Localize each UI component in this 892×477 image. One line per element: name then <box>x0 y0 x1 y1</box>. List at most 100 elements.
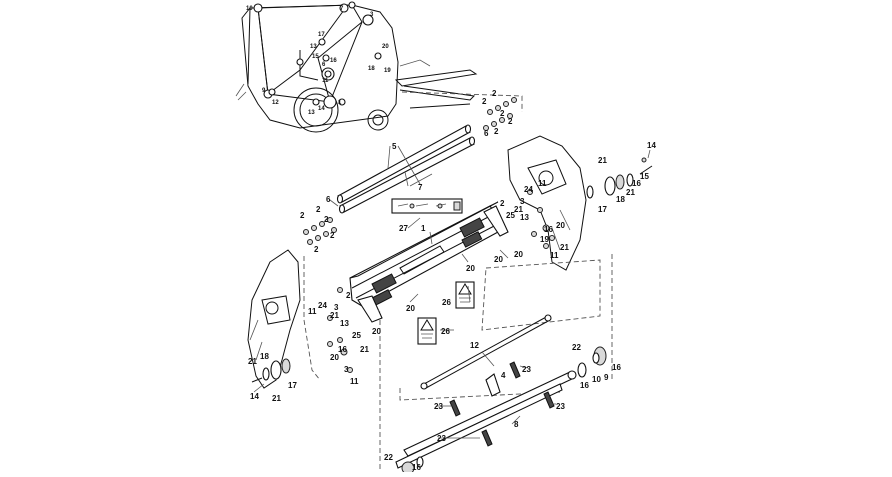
callout-4: 4 <box>501 371 506 380</box>
dashed-frame-center <box>481 259 601 331</box>
callout-18c: 18 <box>260 352 269 361</box>
callout-16a: 16 <box>330 58 337 64</box>
dashed-frame-left <box>303 256 321 381</box>
callout-2j: 2 <box>314 245 319 254</box>
callout-labels: 10 7 3 17 13 15 16 6 20 18 19 9 12 14 1 … <box>246 6 656 472</box>
callout-11c: 11 <box>550 251 559 260</box>
callout-21d: 21 <box>560 243 569 252</box>
callout-20e: 20 <box>494 255 503 264</box>
callout-26b: 26 <box>441 327 450 336</box>
warning-decal-right <box>455 281 475 309</box>
callout-23a: 23 <box>434 402 443 411</box>
callout-1: 1 <box>421 224 426 233</box>
callout-8: 8 <box>514 420 519 429</box>
fasteners-left <box>303 217 337 245</box>
callout-9: 9 <box>604 373 609 382</box>
callout-2d: 2 <box>508 117 513 126</box>
callout-2h: 2 <box>324 215 329 224</box>
callout-23c: 23 <box>556 402 565 411</box>
callout-11e: 11 <box>350 377 359 386</box>
callout-20g: 20 <box>372 327 381 336</box>
callout-15a: 15 <box>312 54 319 60</box>
leader-lines <box>253 145 651 439</box>
callout-20d: 20 <box>556 221 565 230</box>
callout-18b: 18 <box>616 195 625 204</box>
callout-23b: 23 <box>522 365 531 374</box>
bolt-stack-mid-right <box>527 189 555 249</box>
fasteners-top <box>483 97 517 131</box>
callout-2i: 2 <box>330 231 335 240</box>
leader-dashed-overview <box>401 91 523 112</box>
callout-2l: 2 <box>346 291 351 300</box>
right-side-panel <box>507 135 587 271</box>
callout-6a: 6 <box>322 62 326 68</box>
callout-15b: 15 <box>640 172 649 181</box>
callout-13b: 13 <box>308 110 315 116</box>
callout-7: 7 <box>418 183 423 192</box>
callout-10a: 10 <box>246 6 253 12</box>
callout-3c: 3 <box>334 303 339 312</box>
shafts <box>336 124 476 214</box>
callout-3a: 3 <box>370 12 374 18</box>
callout-14c: 14 <box>250 392 259 401</box>
callout-27: 27 <box>399 224 408 233</box>
callout-11b: 11 <box>538 179 547 188</box>
callout-21f: 21 <box>360 345 369 354</box>
main-beam <box>349 201 509 323</box>
callout-26a: 26 <box>442 298 451 307</box>
dashed-frame-lower <box>399 388 561 401</box>
callout-13a: 13 <box>310 44 317 50</box>
callout-12a: 12 <box>272 100 279 106</box>
callout-14b: 14 <box>647 141 656 150</box>
callout-9a: 9 <box>262 88 266 94</box>
callout-19b: 19 <box>540 235 549 244</box>
callout-23d: 23 <box>437 434 446 443</box>
callout-16g: 16 <box>412 463 421 472</box>
callout-18a: 18 <box>368 66 375 72</box>
lower-rod-assembly <box>395 314 607 475</box>
callout-16f: 16 <box>612 363 621 372</box>
callout-3d: 3 <box>344 365 349 374</box>
decal-27 <box>391 198 463 214</box>
callout-21g: 21 <box>248 357 257 366</box>
bolt-stack-mid-left <box>327 287 353 373</box>
callout-21h: 21 <box>272 394 281 403</box>
callout-20h: 20 <box>330 353 339 362</box>
bearing-left <box>251 358 291 383</box>
callout-20a: 20 <box>382 44 389 50</box>
callout-20f: 20 <box>514 250 523 259</box>
callout-7a: 7 <box>340 6 344 12</box>
callout-2k: 2 <box>500 199 505 208</box>
callout-19a: 19 <box>384 68 391 74</box>
callout-25b: 25 <box>352 331 361 340</box>
callout-17a: 17 <box>318 32 325 38</box>
callout-2b: 2 <box>482 97 487 106</box>
callout-2g: 2 <box>300 211 305 220</box>
callout-16c: 16 <box>544 225 553 234</box>
callout-3b: 3 <box>520 197 525 206</box>
callout-21c: 21 <box>514 205 523 214</box>
callout-10: 10 <box>592 375 601 384</box>
warning-decal-left <box>417 317 437 345</box>
callout-11d: 11 <box>308 307 317 316</box>
callout-5: 5 <box>392 142 397 151</box>
callout-2f: 2 <box>316 205 321 214</box>
callout-2e: 2 <box>494 127 499 136</box>
callout-12: 12 <box>470 341 479 350</box>
callout-25a: 25 <box>506 211 515 220</box>
callout-6b: 6 <box>484 129 489 138</box>
callout-13c: 13 <box>520 213 529 222</box>
callout-11a: 11 <box>322 78 329 84</box>
callout-17b: 17 <box>598 205 607 214</box>
callout-16d: 16 <box>338 345 347 354</box>
callout-17c: 17 <box>288 381 297 390</box>
callout-22a: 22 <box>572 343 581 352</box>
callout-24b: 24 <box>318 301 327 310</box>
callout-16b: 16 <box>632 179 641 188</box>
baler-overview <box>235 1 478 133</box>
callout-24a: 24 <box>524 185 533 194</box>
callout-21a: 21 <box>598 156 607 165</box>
callout-20b: 20 <box>466 264 475 273</box>
callout-20c: 20 <box>406 304 415 313</box>
